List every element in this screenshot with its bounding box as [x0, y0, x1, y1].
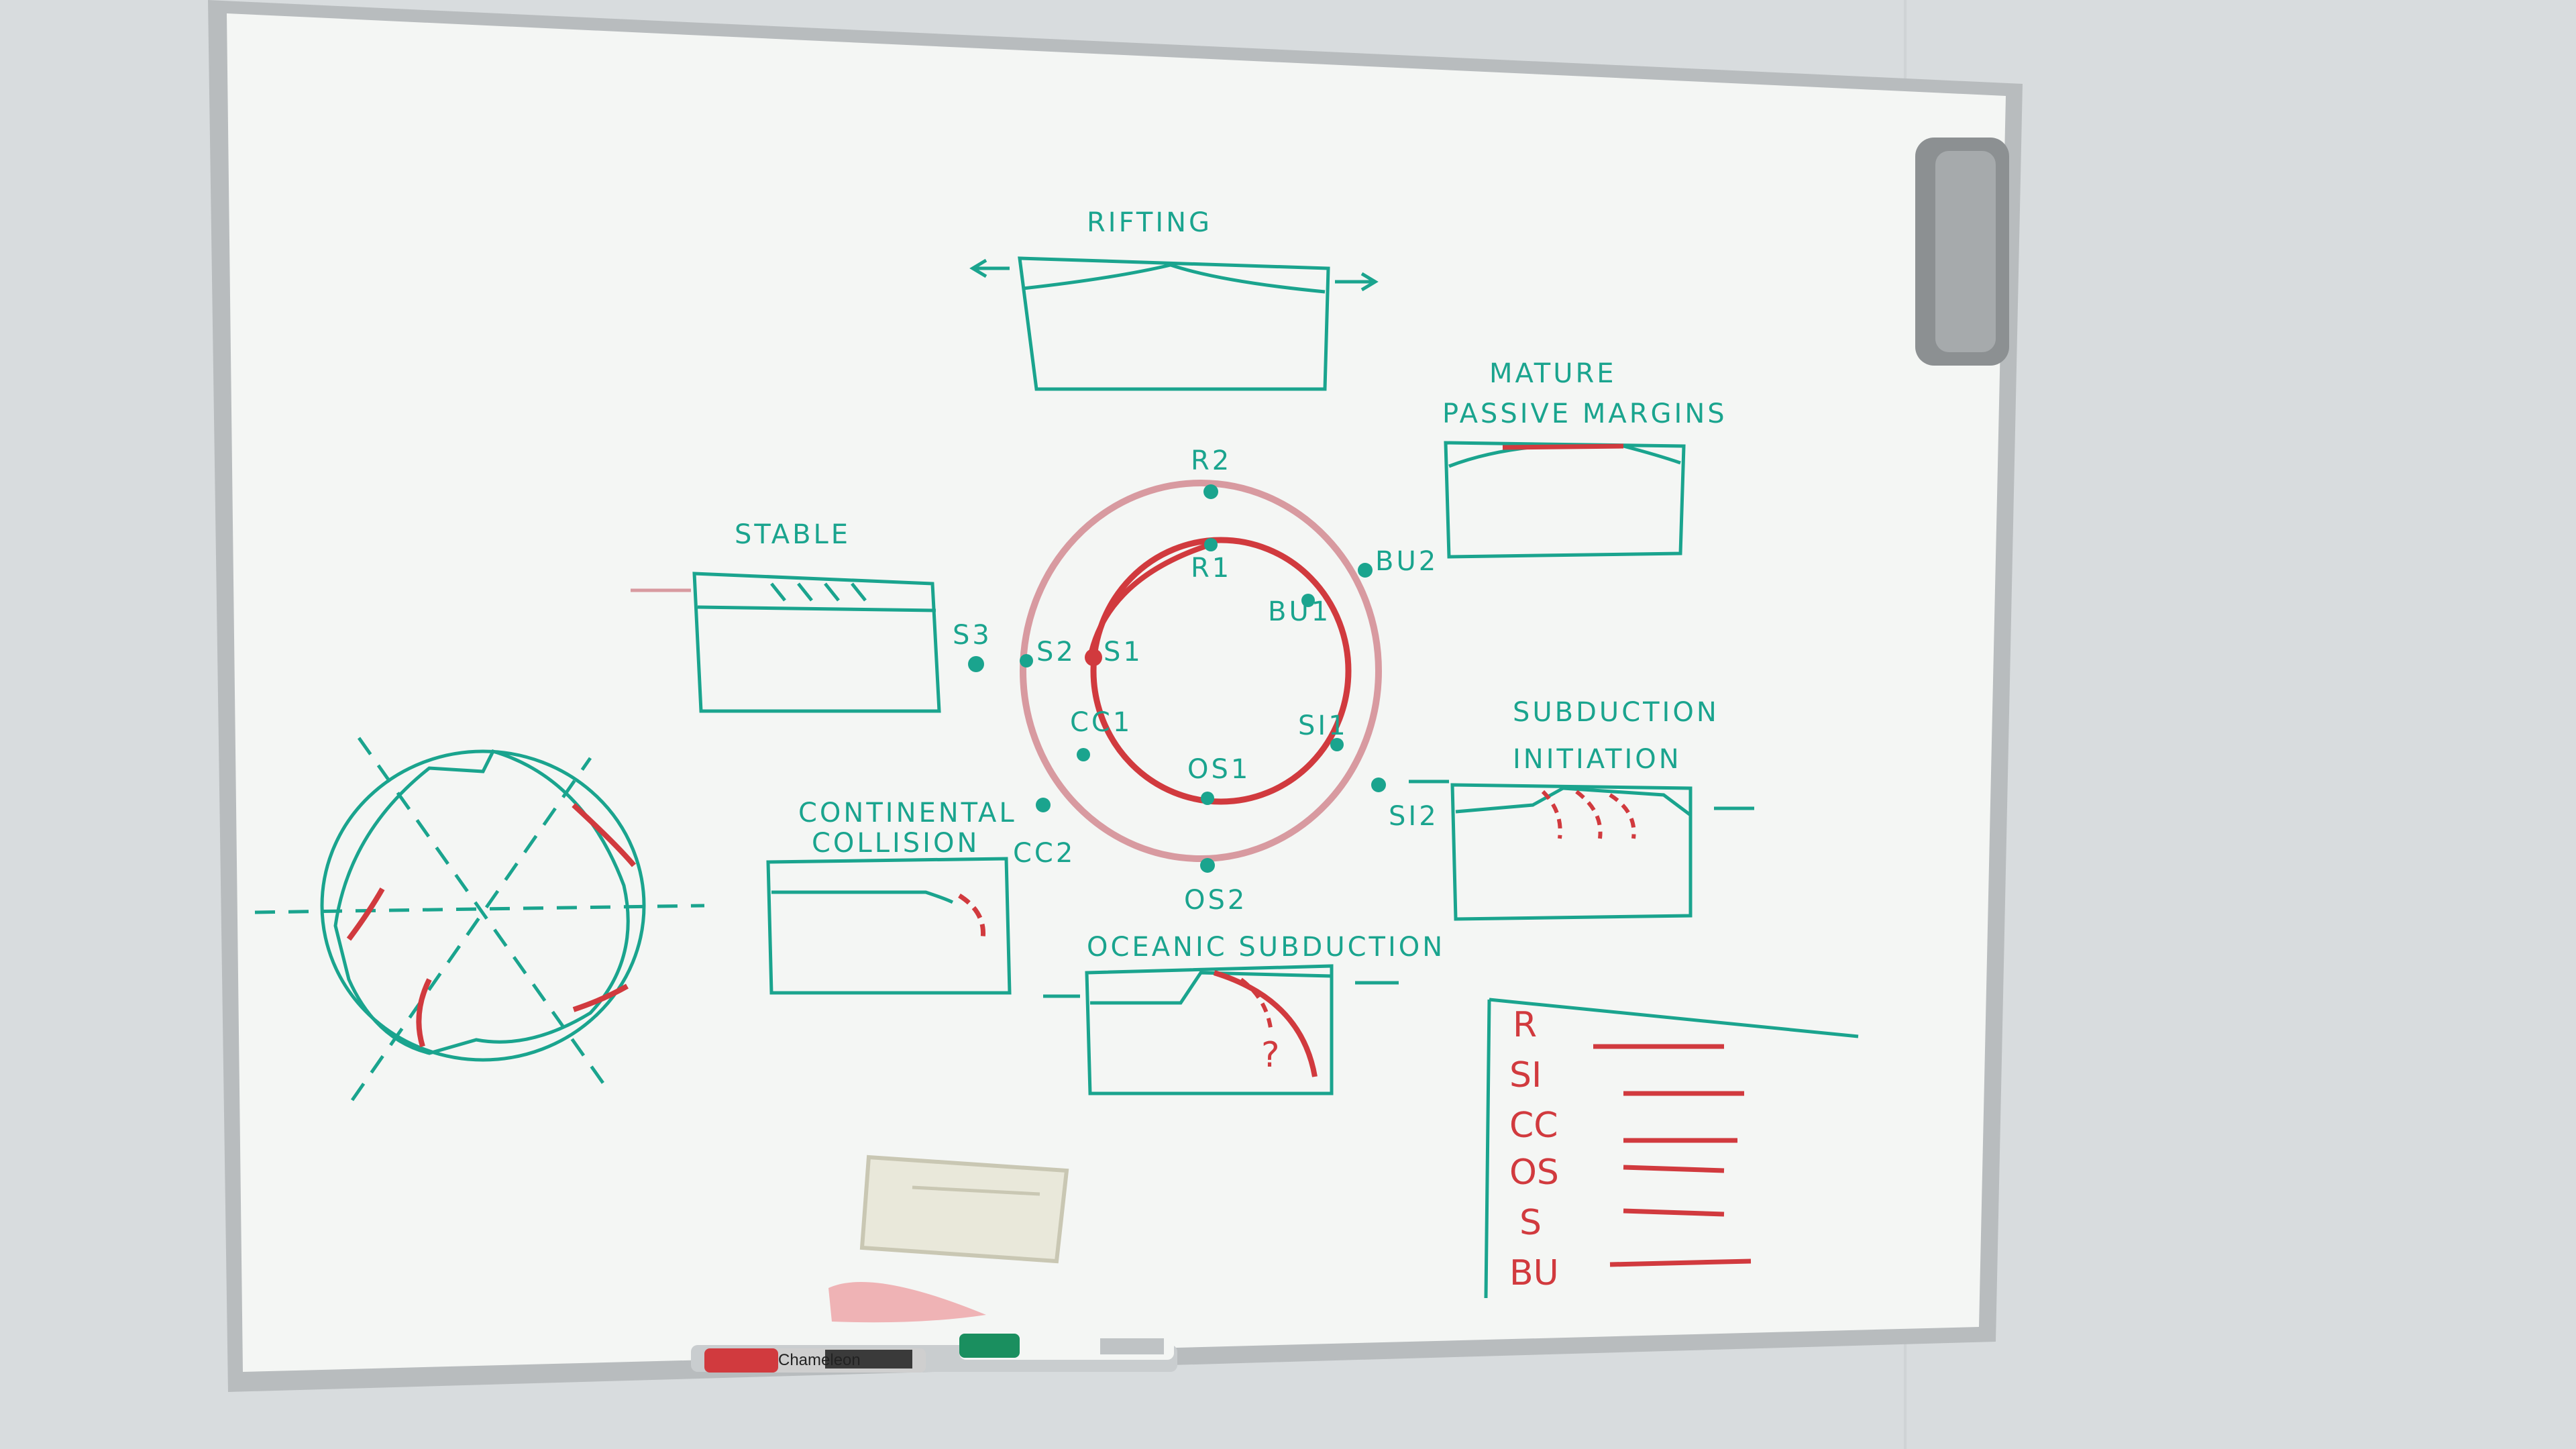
continental-collision-sketch: [766, 857, 1012, 995]
legend: R SI CC OS S BU: [1484, 998, 1859, 1299]
title-mature: MATURE: [1489, 358, 1617, 389]
label-bu2: BU2: [1375, 546, 1438, 577]
title-rifting: RIFTING: [1087, 207, 1212, 238]
red-marker[interactable]: [704, 1348, 926, 1373]
eraser-top-right[interactable]: [1915, 138, 2009, 366]
label-r2: R2: [1191, 445, 1232, 476]
marker-brand-label: Chameleon: [778, 1351, 861, 1369]
question-mark: ?: [1261, 1035, 1280, 1075]
title-oceanic-subduction: OCEANIC SUBDUCTION: [1087, 932, 1445, 963]
legend-s: S: [1519, 1203, 1542, 1243]
legend-r: R: [1513, 1005, 1537, 1045]
title-collision: COLLISION: [812, 828, 979, 859]
title-continental: CONTINENTAL: [798, 798, 1017, 828]
subduction-initiation-sketch: [1409, 780, 1754, 921]
white-eraser[interactable]: [859, 1155, 1069, 1264]
green-marker[interactable]: [959, 1332, 1174, 1360]
label-cc1: CC1: [1070, 707, 1132, 738]
rifting-sketch: [969, 256, 1379, 391]
legend-si: SI: [1509, 1055, 1542, 1095]
globe-sketch: [254, 737, 705, 1102]
label-si1: SI1: [1298, 710, 1348, 741]
label-s3: S3: [953, 620, 992, 651]
legend-os: OS: [1509, 1152, 1559, 1193]
stable-sketch: [692, 572, 941, 713]
label-s2: S2: [1036, 637, 1076, 667]
label-si2: SI2: [1389, 801, 1439, 832]
title-initiation: INITIATION: [1513, 744, 1682, 775]
tectonic-cycle: [1020, 480, 1382, 862]
label-s1: S1: [1104, 637, 1143, 667]
label-bu1: BU1: [1268, 596, 1331, 627]
cycle-points: [968, 484, 1386, 873]
title-subduction: SUBDUCTION: [1513, 697, 1719, 728]
label-os1: OS1: [1187, 754, 1250, 785]
label-r1: R1: [1191, 553, 1232, 584]
title-passive-margins: PASSIVE MARGINS: [1442, 398, 1727, 429]
legend-cc: CC: [1509, 1106, 1558, 1146]
board-surface: [227, 13, 2006, 1372]
legend-bu: BU: [1509, 1253, 1559, 1293]
label-os2: OS2: [1184, 885, 1247, 916]
title-stable: STABLE: [735, 519, 851, 550]
oceanic-subduction-sketch: [1043, 964, 1399, 1095]
label-cc2: CC2: [1013, 838, 1075, 869]
